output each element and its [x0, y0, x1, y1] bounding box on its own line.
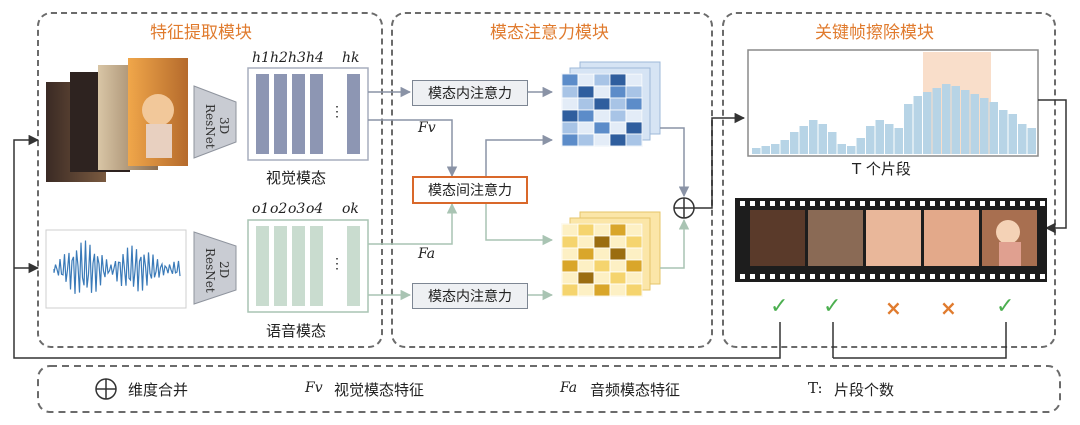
visual-modality-label: 视觉模态	[266, 169, 327, 187]
attention-panel-title: 模态注意力模块	[490, 23, 609, 43]
legend-t-key: T:	[808, 379, 823, 397]
h1-label: h1	[252, 50, 270, 66]
hk-label: hk	[342, 50, 360, 66]
legend-fa: 音频模态特征	[590, 381, 681, 399]
keep-mark-3: ✓	[996, 294, 1015, 319]
o3-label: o3	[288, 201, 306, 217]
feature-panel-title: 特征提取模块	[150, 23, 252, 43]
ok-label: ok	[342, 201, 359, 217]
inter-attention: 模态间注意力	[412, 176, 528, 204]
audio-modality-label: 语音模态	[266, 322, 327, 340]
keyframe-panel	[722, 12, 1056, 348]
visual-attention-matrix	[561, 61, 661, 147]
o4-label: o4	[306, 201, 324, 217]
h2-label: h2	[270, 50, 288, 66]
legend-concat: 维度合并	[128, 381, 189, 399]
audio-waveform	[45, 229, 187, 309]
keyframe-panel-title: 关键帧擦除模块	[815, 23, 934, 43]
resnet2d-label: 2D ResNet	[203, 247, 231, 293]
legend-fv: 视觉模态特征	[334, 381, 425, 399]
fa-label: Fa	[418, 246, 436, 262]
filmstrip	[735, 198, 1047, 282]
video-frames	[46, 58, 188, 182]
fv-label: Fv	[418, 120, 436, 136]
segments-label: T 个片段	[852, 160, 911, 178]
intra-attention-visual: 模态内注意力	[412, 80, 528, 106]
o1-label: o1	[252, 201, 270, 217]
intra-attention-audio: 模态内注意力	[412, 283, 528, 309]
h4-label: h4	[306, 50, 324, 66]
keep-mark-1: ✓	[770, 294, 789, 319]
visual-dots: ⋮	[330, 104, 344, 120]
legend-t: 片段个数	[834, 381, 895, 399]
erase-mark-2: ×	[940, 296, 957, 320]
keep-mark-2: ✓	[823, 294, 842, 319]
erase-mark-1: ×	[885, 296, 902, 320]
o2-label: o2	[270, 201, 288, 217]
h3-label: h3	[288, 50, 306, 66]
feature-extraction-panel	[37, 12, 383, 348]
audio-attention-matrix	[561, 211, 661, 297]
resnet3d-label: 3D ResNet	[203, 103, 231, 149]
legend-fa-symbol: Fa	[560, 380, 578, 396]
legend-fv-symbol: Fv	[305, 380, 323, 396]
audio-dots: ⋮	[330, 256, 344, 272]
